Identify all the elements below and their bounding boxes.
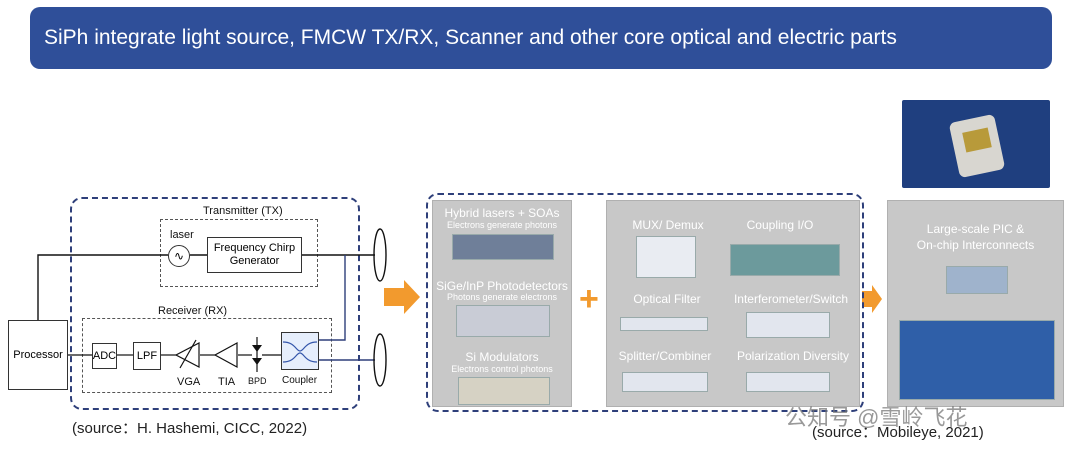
receiver-label: Receiver (RX) <box>158 305 228 317</box>
transmitter-label: Transmitter (TX) <box>203 205 283 217</box>
hand-held-chip-photo <box>902 100 1050 188</box>
modulator-image <box>458 377 550 405</box>
hybrid-lasers-sub: Electrons generate photons <box>446 220 558 230</box>
vga-label: VGA <box>177 376 201 388</box>
coupling-io-label: Coupling I/O <box>746 218 814 232</box>
laser-chip-image <box>452 234 554 260</box>
photodetectors-title: SiGe/InP Photodetectors <box>436 279 568 293</box>
adc-label: ADC <box>92 350 117 362</box>
pic-line2: On-chip Interconnects <box>916 238 1035 252</box>
fcg-line2: Generator <box>229 255 280 267</box>
photodetector-image <box>456 305 550 337</box>
active-devices-panel <box>432 200 572 407</box>
laser-source-icon: ∿ <box>168 245 190 267</box>
banner-title: SiPh integrate light source, FMCW TX/RX,… <box>44 26 897 49</box>
adc-block: ADC <box>92 343 117 369</box>
bpd-label: BPD <box>248 376 267 386</box>
coupler-label: Coupler <box>282 375 318 386</box>
plus-sign: + <box>579 280 599 318</box>
splitter-image <box>622 372 708 392</box>
lpf-block: LPF <box>133 342 161 370</box>
fcg-line1: Frequency Chirp <box>213 242 296 254</box>
photodetectors-sub: Photons generate electrons <box>446 292 558 302</box>
mux-demux-image <box>636 236 696 278</box>
left-source: (source：H. Hashemi, CICC, 2022) <box>72 420 308 437</box>
polarization-image <box>746 372 830 392</box>
mux-demux-label: MUX/ Demux <box>632 218 704 232</box>
frequency-chirp-generator: Frequency Chirp Generator <box>207 237 302 273</box>
interferometer-switch-label: Interferometer/Switch <box>733 292 849 306</box>
hybrid-lasers-title: Hybrid lasers + SOAs <box>444 206 560 220</box>
right-source: (source：Mobileye, 2021) <box>812 424 984 441</box>
lpf-label: LPF <box>136 350 158 362</box>
pic-line1: Large-scale PIC & <box>926 222 1025 236</box>
splitter-combiner-label: Splitter/Combiner <box>618 349 712 363</box>
polarization-diversity-label: Polarization Diversity <box>736 349 850 363</box>
fmcw-block-diagram <box>70 197 360 410</box>
modulators-sub: Electrons control photons <box>451 364 553 374</box>
optical-filter-label: Optical Filter <box>633 292 701 306</box>
interferometer-image <box>746 312 830 338</box>
modulators-title: Si Modulators <box>465 350 539 364</box>
transmitter-box <box>160 219 318 287</box>
processor-label: Processor <box>13 349 63 361</box>
title-banner: SiPh integrate light source, FMCW TX/RX,… <box>30 7 1052 69</box>
watermark: 公知号 @雪岭飞花 <box>785 405 968 430</box>
coupling-io-image <box>730 244 840 276</box>
large-scale-pic-image <box>899 320 1055 400</box>
photonics-components-group <box>426 193 864 412</box>
optical-filter-image <box>620 317 708 331</box>
processor-block: Processor <box>8 320 68 390</box>
laser-label: laser <box>170 229 194 241</box>
tia-label: TIA <box>218 376 236 388</box>
interconnect-image <box>946 266 1008 294</box>
